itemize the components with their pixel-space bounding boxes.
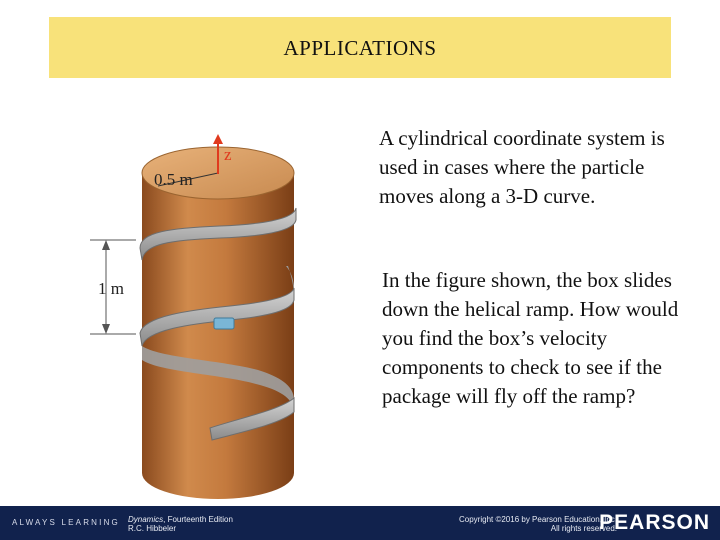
copyright-line-2: All rights reserved. — [550, 524, 617, 533]
book-info: Dynamics, Fourteenth Edition R.C. Hibbel… — [128, 515, 233, 533]
radius-line — [157, 172, 219, 187]
ramp-band-middle — [139, 287, 295, 347]
pitch-arrow-top — [102, 240, 110, 250]
pearson-logo: PEARSON — [599, 511, 710, 534]
ramp-band-back — [286, 266, 294, 298]
paragraph-cylindrical-system: A cylindrical coordinate system is used … — [379, 126, 665, 208]
footer-bar: ALWAYS LEARNING Dynamics, Fourteenth Edi… — [0, 506, 720, 540]
ramp-band-bottom — [209, 396, 295, 441]
copyright-notice: Copyright ©2016 by Pearson Education, In… — [459, 515, 617, 533]
title-bar: APPLICATIONS — [49, 17, 671, 78]
ramp-band-lower — [142, 346, 294, 410]
radius-label: 0.5 m — [154, 170, 193, 189]
z-axis-label: z — [224, 145, 232, 164]
book-title: Dynamics — [128, 515, 164, 524]
z-axis-arrowhead — [213, 134, 223, 144]
box-on-ramp — [213, 317, 235, 330]
author-text: R.C. Hibbeler — [128, 524, 177, 533]
edition-text: , Fourteenth Edition — [163, 515, 233, 524]
helical-ramp-figure: z 0.5 m 1 m — [90, 134, 297, 499]
copyright-line-1: Copyright ©2016 by Pearson Education, In… — [459, 515, 617, 524]
slide-title: APPLICATIONS — [283, 36, 437, 60]
pitch-label: 1 m — [98, 279, 124, 298]
ramp-band-top — [139, 207, 297, 261]
paragraph-helical-ramp-question: In the figure shown, the box slides down… — [382, 268, 679, 408]
always-learning-logo: ALWAYS LEARNING — [12, 518, 120, 527]
pitch-arrow-bottom — [102, 324, 110, 334]
